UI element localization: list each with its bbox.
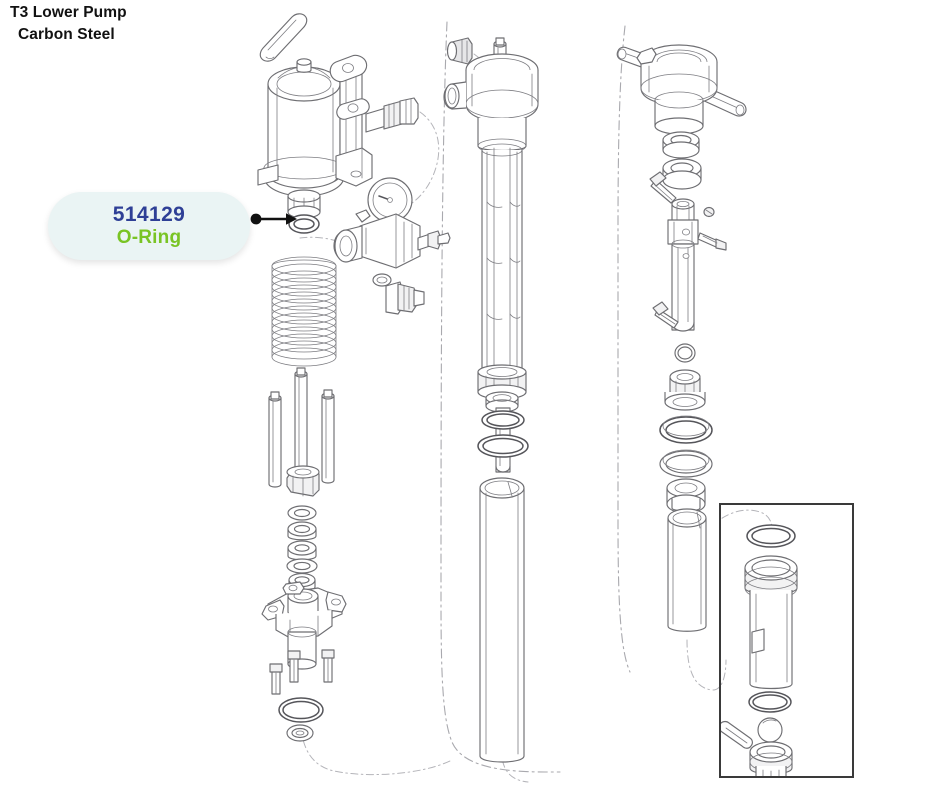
coil-spring: [271, 256, 337, 367]
foot-valve-o-ring-bottom: [748, 691, 792, 713]
washer-stack: [286, 505, 318, 592]
packing-gland: [662, 158, 702, 190]
air-motor-column: [257, 13, 451, 742]
title-line-secondary: Carbon Steel: [18, 26, 115, 43]
dowel-pin: [259, 13, 308, 62]
set-screw-ball: [703, 206, 715, 218]
rod-coupling: [667, 198, 699, 245]
hex-bolt-left: [269, 663, 283, 695]
suction-tube: [479, 477, 525, 763]
foot-valve-detail-frame: [719, 503, 854, 778]
callout-part-number: 514129: [112, 203, 186, 226]
o-ring-lower: [477, 434, 529, 458]
small-o-ring: [674, 343, 696, 363]
piston-rod: [671, 239, 695, 332]
intake-tube: [667, 508, 707, 632]
part-callout-badge[interactable]: 514129 O-Ring: [48, 192, 250, 260]
large-o-ring: [278, 697, 324, 723]
piston-packing-upper: [659, 415, 713, 444]
set-screw-upper: [649, 171, 677, 204]
set-screw-side: [697, 232, 727, 251]
page-title: T3 Lower Pump Carbon Steel: [10, 2, 270, 46]
foot-valve-seat: [749, 741, 793, 776]
side-outlet-port: [443, 81, 467, 110]
seal-ring-3: [287, 540, 317, 561]
air-line-fitting: [385, 281, 425, 315]
tie-rod-left: [268, 391, 282, 488]
piston-rod-column: [616, 44, 747, 632]
set-screw-lower: [652, 301, 679, 329]
arrow-right-icon: [250, 213, 297, 225]
target-o-ring: [288, 214, 320, 234]
regulator-barrel: [333, 225, 363, 263]
callout-part-name: O-Ring: [116, 227, 182, 248]
displacement-cylinder-column: [443, 37, 539, 763]
seal-ring-2: [287, 521, 317, 541]
jam-nut: [286, 465, 320, 497]
adapter-manifold-block: [261, 581, 347, 670]
gasket-seal: [286, 724, 314, 742]
coupling-nut: [287, 189, 321, 219]
title-line-primary: T3 Lower Pump: [10, 4, 127, 21]
piston-packing-lower: [659, 449, 713, 478]
tie-rod-right: [321, 389, 335, 484]
foot-valve-housing: [744, 555, 798, 690]
phantom-center-lines: [299, 21, 727, 783]
motor-top-boss: [296, 58, 312, 73]
cylinder-body: [481, 143, 523, 375]
throat-bushing: [662, 131, 700, 159]
piston-seat: [666, 478, 706, 514]
foot-valve-detail-contents: [721, 509, 798, 776]
hex-bolt-right: [321, 649, 335, 683]
air-hose-lower: [299, 236, 349, 247]
pressure-regulator-gauge: [333, 177, 451, 287]
hex-bolt-center: [287, 650, 301, 683]
foot-valve-o-ring-top: [746, 524, 796, 548]
callout-leader-arrow: [250, 206, 298, 232]
seal-ring-4: [286, 558, 318, 574]
tie-rod-center: [294, 367, 308, 474]
o-ring-upper: [481, 410, 525, 430]
packing-nut-with-handles: [616, 44, 747, 135]
air-inlet-fitting: [365, 97, 419, 133]
seal-ring-1: [287, 505, 317, 521]
retaining-pin: [721, 720, 753, 749]
motor-mounting-bracket: [257, 54, 373, 187]
outlet-valve-housing: [443, 53, 539, 154]
piston-valve-nut: [664, 369, 706, 411]
